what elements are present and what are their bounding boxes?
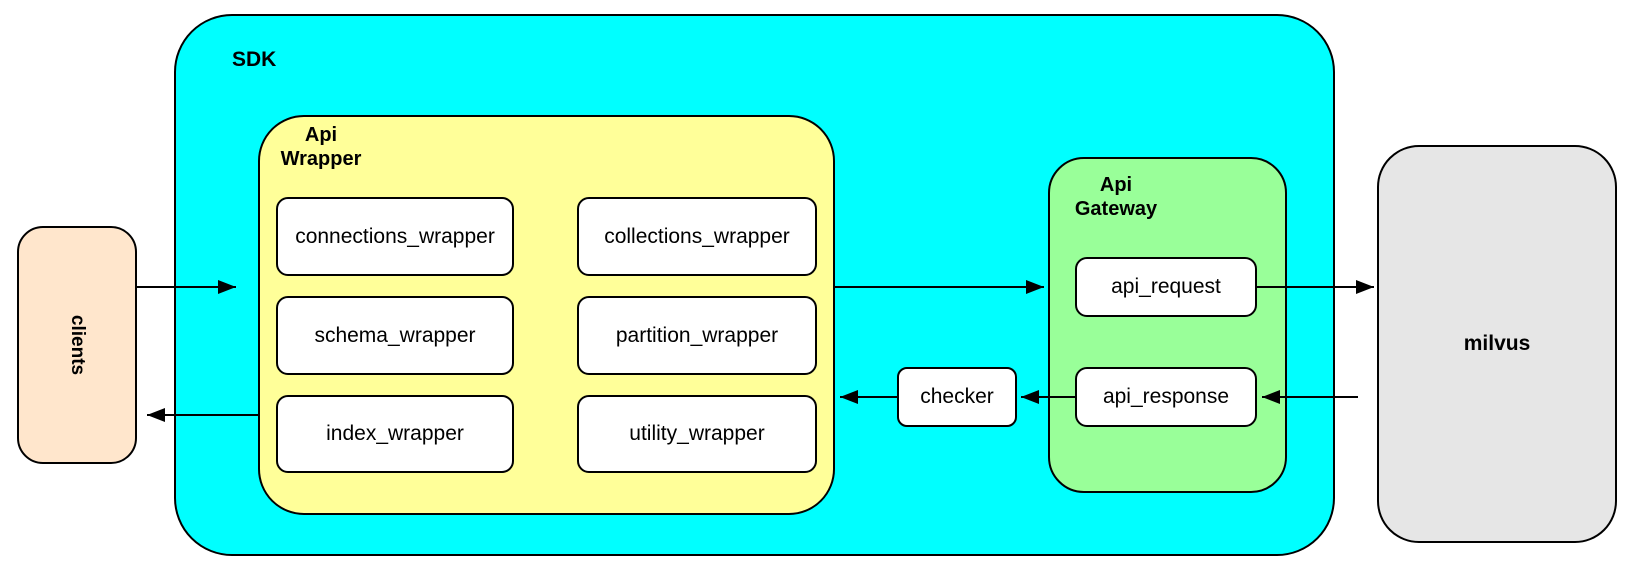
connections-wrapper-label: connections_wrapper: [295, 224, 495, 248]
api-gateway-container: Api Gateway: [1048, 157, 1287, 493]
api-wrapper-label-line1: Api: [304, 124, 338, 146]
api-response-node: api_response: [1075, 367, 1257, 427]
clients-label: clients: [66, 314, 88, 376]
sdk-label: SDK: [232, 48, 277, 71]
connections-wrapper-node: connections_wrapper: [276, 197, 514, 276]
collections-wrapper-node: collections_wrapper: [577, 197, 817, 276]
checker-node: checker: [897, 367, 1017, 427]
api-request-label: api_request: [1111, 275, 1221, 298]
collections-wrapper-label: collections_wrapper: [604, 224, 790, 248]
milvus-node: milvus: [1377, 145, 1617, 543]
checker-label: checker: [920, 385, 994, 408]
clients-node: clients: [17, 226, 137, 464]
partition-wrapper-node: partition_wrapper: [577, 296, 817, 375]
api-response-label: api_response: [1102, 385, 1230, 408]
schema-wrapper-label: schema_wrapper: [314, 323, 476, 347]
api-gateway-label: Api Gateway: [1050, 173, 1182, 221]
index-wrapper-node: index_wrapper: [276, 395, 514, 473]
api-gateway-label-line1: Api: [1099, 174, 1133, 196]
milvus-label: milvus: [1463, 332, 1531, 355]
partition-wrapper-label: partition_wrapper: [615, 323, 779, 347]
api-gateway-label-line2: Gateway: [1074, 198, 1158, 220]
schema-wrapper-node: schema_wrapper: [276, 296, 514, 375]
utility-wrapper-node: utility_wrapper: [577, 395, 817, 473]
index-wrapper-label: index_wrapper: [326, 422, 464, 445]
utility-wrapper-label: utility_wrapper: [629, 422, 765, 445]
api-wrapper-label-line2: Wrapper: [280, 148, 362, 170]
api-request-node: api_request: [1075, 257, 1257, 317]
api-wrapper-label: Api Wrapper: [260, 123, 382, 171]
